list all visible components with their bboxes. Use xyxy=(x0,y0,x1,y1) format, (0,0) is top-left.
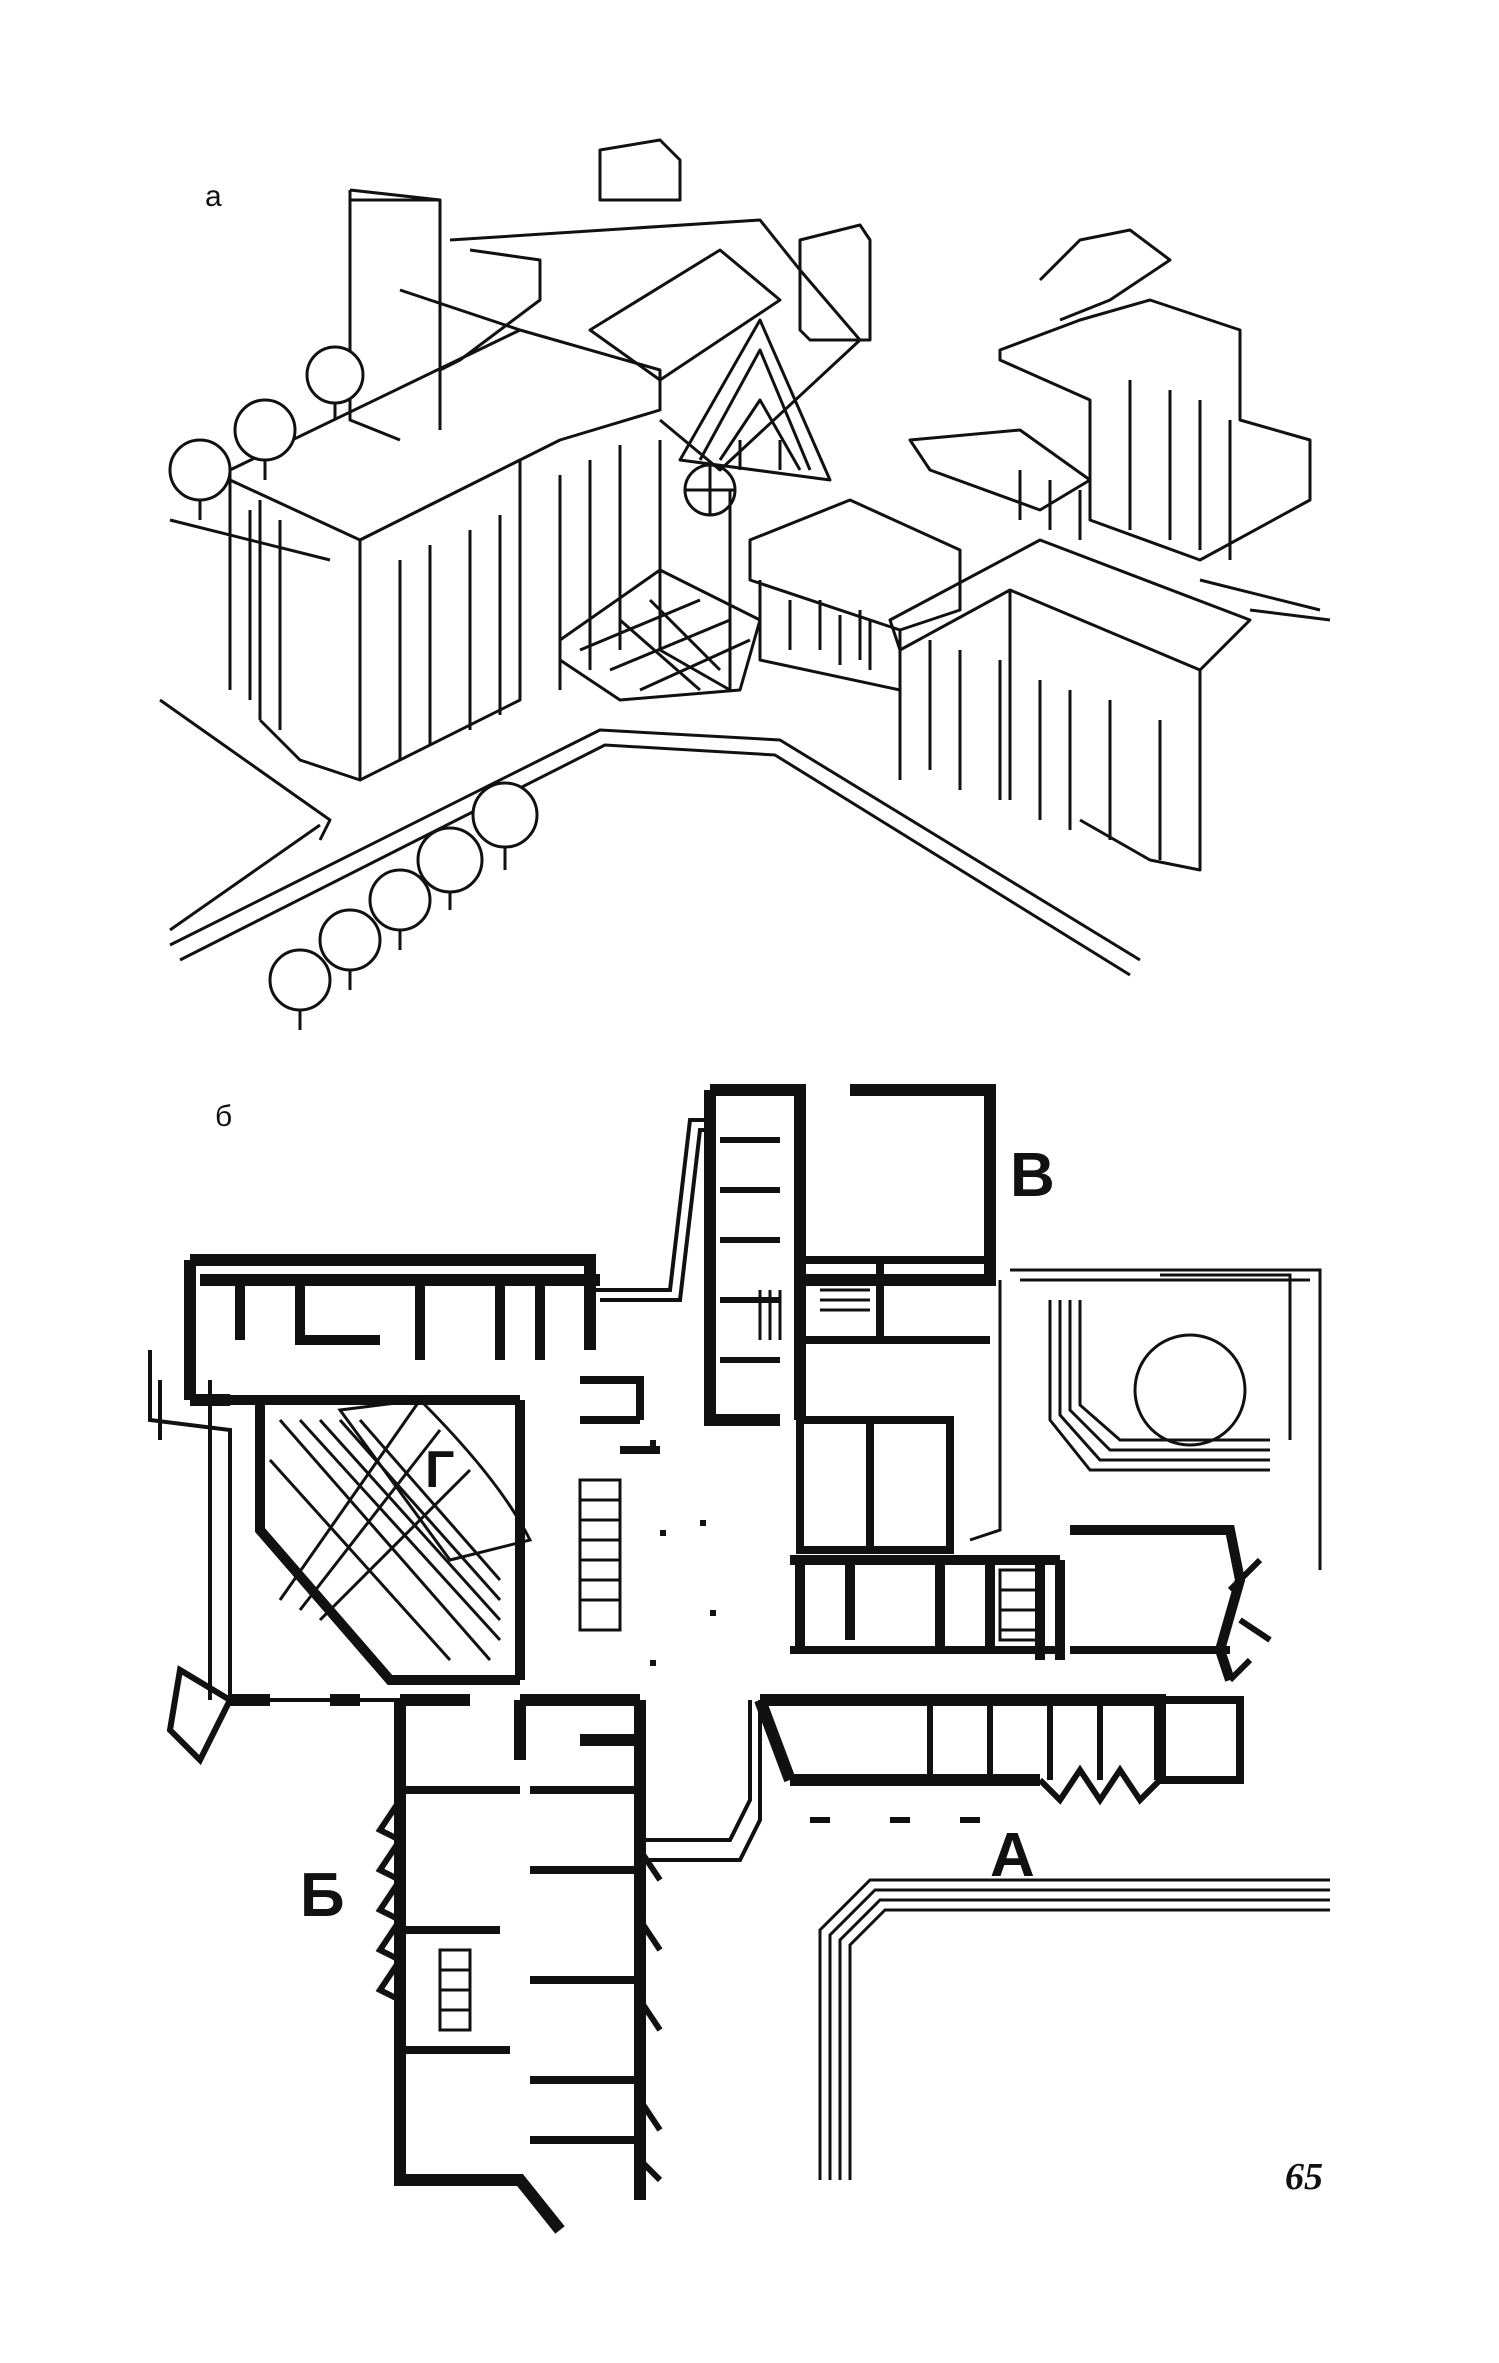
courtyard-circle xyxy=(1133,1333,1247,1447)
left-tower xyxy=(348,188,441,442)
plan-label-g: Г xyxy=(425,1441,455,1499)
plan-label-b: Б xyxy=(300,1861,345,1930)
gable-window xyxy=(718,398,802,471)
right-wing-columns xyxy=(928,640,1162,860)
block-b-walls xyxy=(394,1700,646,2234)
trees xyxy=(168,345,539,1012)
auditorium-seats xyxy=(268,1418,502,1662)
far-right-block xyxy=(998,298,1312,562)
entrance-block xyxy=(658,440,732,692)
small-tower xyxy=(798,223,872,342)
stairs-v xyxy=(758,1288,870,1340)
figure-label-b: б xyxy=(215,1100,233,1133)
left-wing-wall xyxy=(359,458,522,782)
block-g-walls xyxy=(184,1254,600,1406)
right-wing-wall xyxy=(898,590,1202,872)
road-line xyxy=(1199,578,1331,622)
sawtooth-facade-b xyxy=(375,1798,405,2003)
stairs-a xyxy=(998,1568,1042,1642)
left-wing xyxy=(228,328,662,542)
stairs-b xyxy=(438,1948,472,2032)
triangle-gable xyxy=(678,318,832,482)
road-curve xyxy=(818,1878,1330,2180)
central-roof xyxy=(449,218,862,472)
plan-label-v: В xyxy=(1010,1141,1055,1210)
amphitheatre-steps xyxy=(1048,1300,1270,1472)
figure-label-a: а xyxy=(205,180,222,213)
left-wing-columns xyxy=(248,445,622,760)
stairs-lobby xyxy=(578,1478,622,1632)
entrance-canopy xyxy=(558,568,762,702)
bay-block xyxy=(748,498,962,632)
block-v-walls xyxy=(704,1084,996,1426)
sawtooth-facade-a xyxy=(1037,1764,1163,1806)
page-number: 65 xyxy=(1285,2156,1323,2198)
left-wing-wall xyxy=(228,480,362,782)
central-striped-roof xyxy=(588,248,782,382)
top-tower xyxy=(598,138,682,202)
sawtooth-facade-b2 xyxy=(637,1848,663,2183)
plan-label-a: А xyxy=(990,1821,1035,1890)
auditorium-stage xyxy=(337,1398,533,1562)
courtyard xyxy=(1010,1268,1322,1570)
road-line xyxy=(169,728,1141,977)
axonometric-view xyxy=(159,138,1331,1030)
